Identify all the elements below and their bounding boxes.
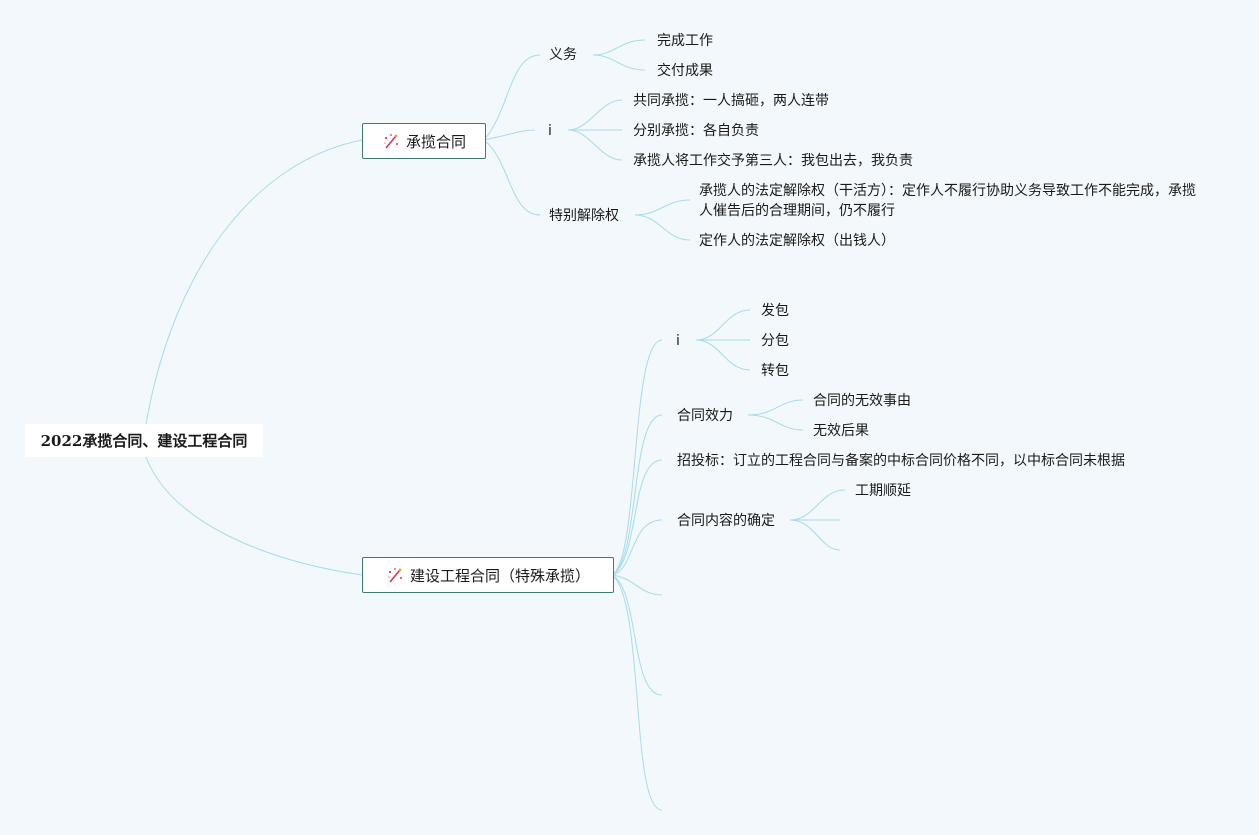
root-node[interactable]: 2022承揽合同、建设工程合同 <box>25 424 263 457</box>
node-disanren[interactable]: 承揽人将工作交予第三人：我包出去，我负责 <box>633 153 913 169</box>
node-fabao[interactable]: 发包 <box>761 303 789 319</box>
node-yiwu[interactable]: 义务 <box>549 47 577 63</box>
node-hetong-neirong[interactable]: 合同内容的确定 <box>677 513 775 529</box>
root-label: 2022承揽合同、建设工程合同 <box>40 432 248 450</box>
node-gongqi-shunyan[interactable]: 工期顺延 <box>855 483 911 499</box>
link-root-branch2 <box>145 456 363 576</box>
node-i-2[interactable]: i <box>676 333 680 349</box>
link-b1-yiwu <box>483 54 541 141</box>
branch-chenglan-contract[interactable]: 承揽合同 <box>362 123 486 159</box>
link-b1-tebie <box>483 139 541 216</box>
node-wuxiao-houguo[interactable]: 无效后果 <box>813 423 869 439</box>
link-root-branch1 <box>145 139 363 425</box>
node-gongtong-chenglan[interactable]: 共同承揽：一人搞砸，两人连带 <box>633 93 829 109</box>
branch-label: 承揽合同 <box>405 132 466 151</box>
node-dingzuoren-jiechu[interactable]: 定作人的法定解除权（出钱人） <box>699 233 895 249</box>
node-fenbao[interactable]: 分包 <box>761 333 789 349</box>
node-wuxiao-shiyou[interactable]: 合同的无效事由 <box>813 393 911 409</box>
node-tebie-jiechuquan[interactable]: 特别解除权 <box>549 208 619 224</box>
node-hetong-xiaoli[interactable]: 合同效力 <box>677 408 733 424</box>
magic-wand-icon <box>384 134 398 149</box>
node-chenglanren-jiechu[interactable]: 承揽人的法定解除权（干活方）：定作人不履行协助义务导致工作不能完成，承揽人催告后… <box>699 183 1196 219</box>
node-i-1[interactable]: i <box>548 123 552 139</box>
node-zhuanbao[interactable]: 转包 <box>761 363 789 379</box>
node-wancheng-gongzuo[interactable]: 完成工作 <box>657 33 713 49</box>
branch-label: 建设工程合同（特殊承揽） <box>409 566 590 585</box>
magic-wand-icon <box>388 568 402 583</box>
branch-construction-contract[interactable]: 建设工程合同（特殊承揽） <box>362 557 614 593</box>
link-b1-i <box>483 129 536 141</box>
node-zhaotoubiao[interactable]: 招投标：订立的工程合同与备案的中标合同价格不同，以中标合同未根据 <box>677 453 1125 469</box>
node-jiaofu-chengguo[interactable]: 交付成果 <box>657 63 713 79</box>
node-fenbie-chenglan[interactable]: 分别承揽：各自负责 <box>633 123 759 139</box>
